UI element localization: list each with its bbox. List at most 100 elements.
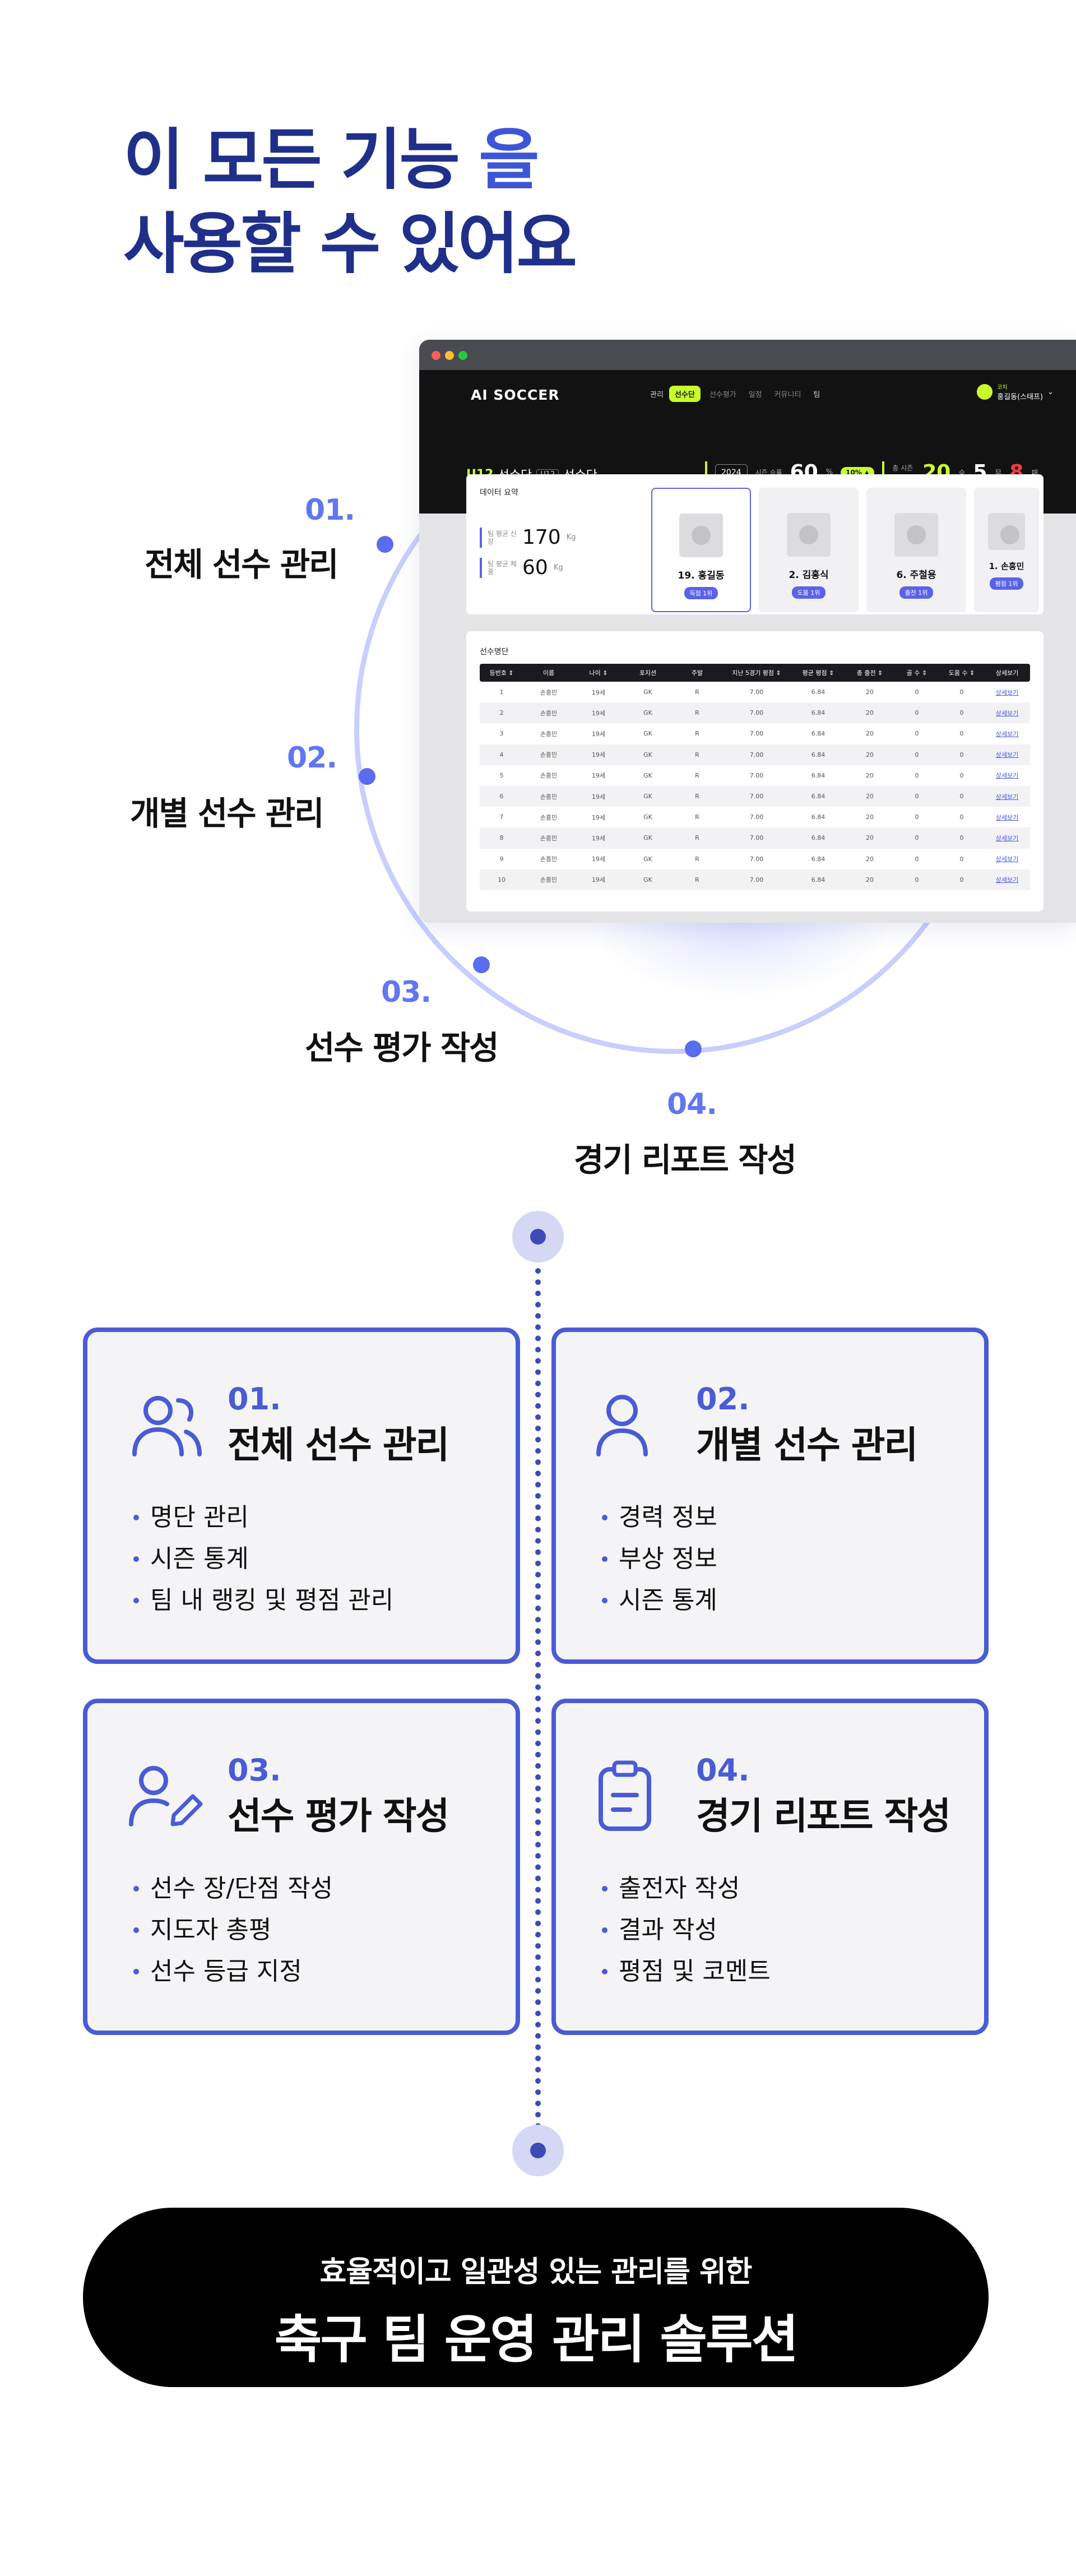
nav-tab-schedule[interactable]: 일정 (748, 391, 762, 399)
nav-tab-active[interactable]: 선수단 (669, 386, 701, 402)
player-photo (894, 513, 938, 557)
nav-tab-team[interactable]: 팀 (813, 391, 820, 399)
wins-unit: 승 (958, 469, 966, 478)
table-cell: 6 (499, 793, 504, 801)
player-rank-badge: 출전 1위 (899, 586, 934, 599)
detail-link[interactable]: 상세보기 (995, 855, 1019, 863)
table-header-cell: 포지션 (639, 669, 657, 677)
feature-3-number: 03. (381, 975, 432, 1009)
table-cell: GK (643, 771, 652, 779)
table-header-cell[interactable]: 등번호 ⇕ (489, 669, 514, 677)
table-cell: GK (643, 876, 652, 884)
detail-link[interactable]: 상세보기 (995, 709, 1019, 717)
stats-divider-2 (882, 461, 885, 484)
feature-card-2: 02. 개별 선수 관리 경력 정보 부상 정보 시즌 통계 (551, 1328, 989, 1664)
table-cell: 9 (499, 855, 504, 863)
detail-link[interactable]: 상세보기 (995, 688, 1019, 696)
table-cell: 7.00 (749, 688, 764, 696)
table-cell: 19세 (591, 709, 606, 717)
player-card[interactable]: 6. 주철용 출전 1위 (866, 488, 966, 612)
detail-link[interactable]: 상세보기 (995, 751, 1019, 759)
nav-tab-evaluation[interactable]: 선수평가 (709, 391, 736, 399)
table-header-cell[interactable]: 골 수 ⇕ (906, 669, 927, 677)
table-header-cell: 이름 (542, 669, 555, 677)
table-cell: 4 (499, 751, 504, 759)
ring-dot-4 (685, 1040, 702, 1057)
nav-tab-community[interactable]: 커뮤니티 (774, 391, 801, 399)
player-rank-badge: 평점 1위 (989, 577, 1024, 590)
table-cell: 손흥민 (540, 834, 558, 842)
player-card[interactable]: 2. 김홍식 도움 1위 (759, 488, 859, 612)
table-cell: 손흥민 (540, 793, 558, 801)
table-header-cell[interactable]: 나이 ⇕ (589, 669, 608, 677)
table-cell: 20 (866, 793, 874, 801)
app-window: AI SOCCER 관리 선수단 선수평가 일정 커뮤니티 팀 코치 홍길동(스… (419, 340, 1076, 923)
table-cell: 0 (915, 688, 919, 696)
table-cell: 20 (866, 751, 874, 759)
metric-weight: 팀 평균 체중 60 Kg (480, 556, 563, 579)
height-unit: Kg (566, 533, 576, 542)
detail-link[interactable]: 상세보기 (995, 834, 1019, 842)
table-cell: 6.84 (811, 834, 825, 842)
table-cell: 손흥민 (540, 855, 558, 863)
close-dot-icon[interactable] (432, 351, 440, 360)
solution-banner: 효율적이고 일관성 있는 관리를 위한 축구 팀 운영 관리 솔루션 (83, 2208, 989, 2387)
table-cell: 0 (959, 688, 964, 696)
table-cell: 0 (959, 855, 964, 863)
users-icon (132, 1396, 202, 1456)
table-cell: 7.00 (749, 751, 764, 759)
timeline-node-top (512, 1211, 564, 1262)
headline-line1: 이 모든 기능 (123, 121, 460, 198)
nav-home[interactable]: 관리 (650, 391, 664, 399)
maximize-dot-icon[interactable] (458, 351, 467, 360)
table-cell: 0 (959, 813, 964, 821)
table-cell: 6.84 (811, 751, 825, 759)
table-cell: 0 (959, 751, 964, 759)
metric-height: 팀 평균 신장 170 Kg (480, 526, 576, 549)
table-header-cell[interactable]: 지난 5경기 평점 ⇕ (732, 669, 781, 677)
clipboard-icon (599, 1760, 651, 1831)
detail-link[interactable]: 상세보기 (995, 793, 1019, 801)
table-cell: 6.84 (811, 771, 825, 779)
player-card[interactable]: 1. 손흥민 평점 1위 (974, 488, 1039, 612)
card-number: 01. (228, 1381, 281, 1417)
stats-divider (705, 461, 707, 484)
list-item: 시즌 통계 (602, 1580, 717, 1621)
list-item: 평점 및 코멘트 (602, 1951, 771, 1992)
table-cell: 19세 (591, 813, 606, 821)
table-header-cell[interactable]: 평균 평점 ⇕ (802, 669, 834, 677)
table-cell: R (695, 730, 699, 738)
player-card[interactable]: 19. 홍길동 득점 1위 (651, 488, 751, 612)
table-cell: 19세 (591, 730, 606, 738)
table-cell: 0 (915, 855, 919, 863)
metric-bar (480, 557, 482, 578)
detail-link[interactable]: 상세보기 (995, 730, 1019, 738)
table-cell: 19세 (591, 772, 606, 780)
player-photo (679, 514, 723, 557)
player-name: 6. 주철용 (896, 570, 936, 581)
detail-link[interactable]: 상세보기 (995, 813, 1019, 821)
table-cell: 0 (915, 771, 919, 779)
app-logo[interactable]: AI SOCCER (471, 387, 560, 403)
table-header-cell[interactable]: 총 출전 ⇕ (856, 669, 883, 677)
table-cell: 0 (915, 876, 919, 884)
card-number: 04. (696, 1752, 750, 1788)
detail-link[interactable]: 상세보기 (995, 876, 1019, 884)
user-menu[interactable]: 코치 홍길동(스태프) ⌄ (977, 382, 1054, 401)
ring-dot-3 (473, 956, 490, 973)
detail-link[interactable]: 상세보기 (995, 772, 1019, 780)
table-cell: 2 (499, 709, 504, 717)
minimize-dot-icon[interactable] (445, 351, 454, 360)
table-header-cell[interactable]: 도움 수 ⇕ (948, 669, 975, 677)
table-cell: 손흥민 (540, 688, 558, 696)
feature-card-3: 03. 선수 평가 작성 선수 장/단점 작성 지도자 총평 선수 등급 지정 (83, 1699, 520, 2035)
table-cell: 20 (866, 771, 874, 779)
table-cell: 0 (915, 751, 919, 759)
table-cell: R (695, 688, 699, 696)
height-label: 팀 평균 신장 (488, 529, 517, 545)
